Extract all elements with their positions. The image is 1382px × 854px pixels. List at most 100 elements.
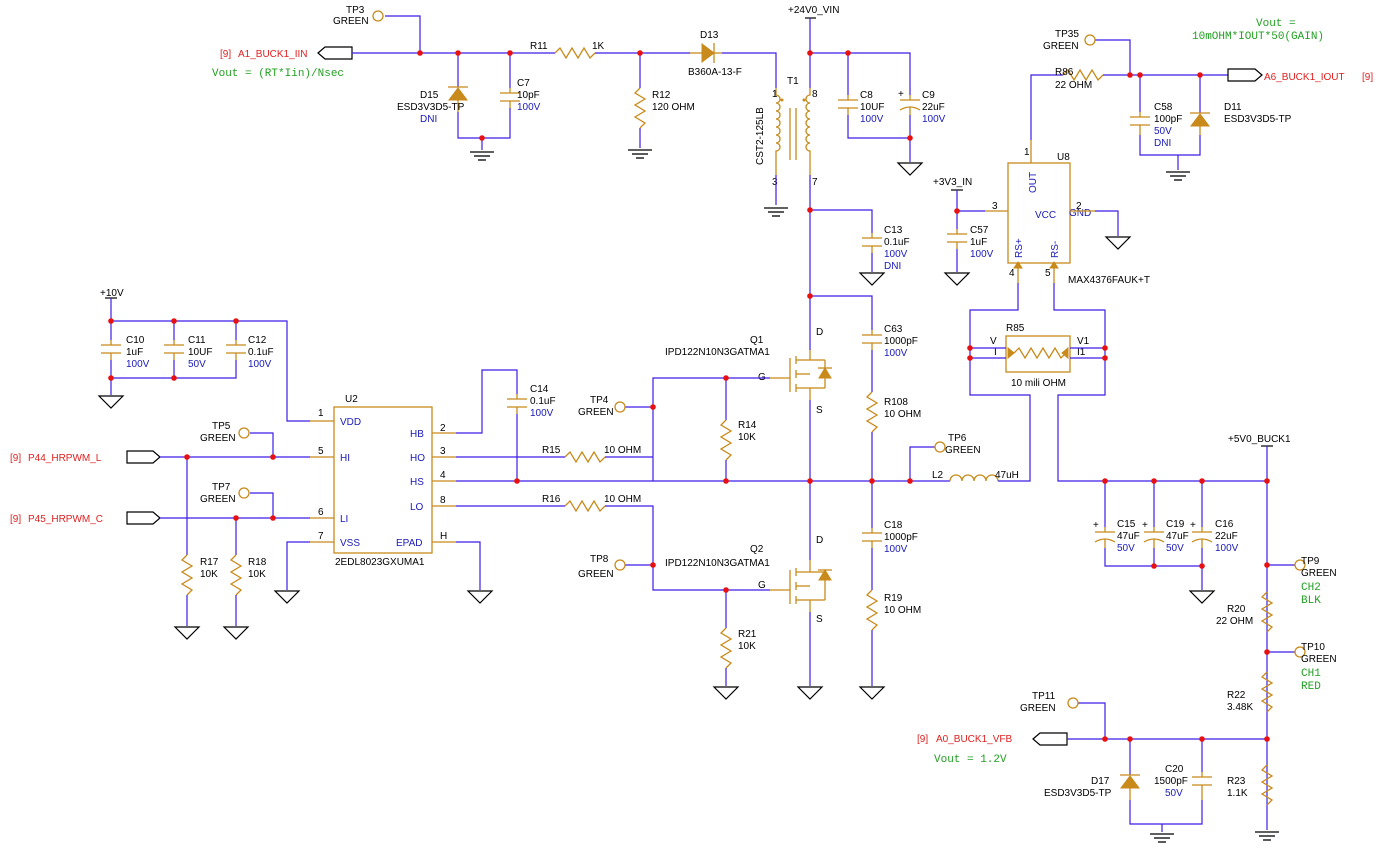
r11-resistor[interactable]: R11 1K [530, 41, 605, 60]
c63-capacitor[interactable]: C63 1000pF 100V [862, 324, 918, 359]
c18-capacitor[interactable]: C18 1000pF 100V [862, 520, 918, 555]
c7-capacitor[interactable]: C7 10pF 100V [500, 78, 541, 113]
svg-text:GREEN: GREEN [578, 569, 614, 580]
port-a6-buck1-iout[interactable]: A6_BUCK1_IOUT [9] [1227, 68, 1373, 83]
svg-text:50V: 50V [1165, 788, 1183, 799]
svg-text:C58: C58 [1154, 102, 1173, 113]
r17-resistor[interactable]: R17 10K [180, 554, 219, 596]
r16-resistor[interactable]: R16 10 OHM [542, 494, 641, 513]
svg-text:C12: C12 [248, 335, 267, 346]
r22-resistor[interactable]: R22 3.48K [1227, 671, 1274, 713]
c8-capacitor[interactable]: C8 10UF 100V [838, 90, 884, 125]
svg-text:P45_HRPWM_C: P45_HRPWM_C [28, 514, 103, 525]
r108-resistor[interactable]: R108 10 OHM [865, 391, 921, 433]
vin-rail: +24V0_VIN C8 10UF 100V + C9 22uF 100V [788, 5, 946, 176]
svg-text:50V: 50V [188, 359, 206, 370]
c57-capacitor[interactable]: C57 1uF 100V [947, 225, 994, 260]
c9-polarized-capacitor[interactable]: + C9 22uF 100V [898, 89, 946, 125]
iout-note-line2: 10mOHM*IOUT*50(GAIN) [1192, 31, 1324, 43]
l2-inductor[interactable]: L2 47uH [932, 470, 1019, 482]
q2-mosfet[interactable]: Q2 IPD122N10N3GATMA1 D G S [665, 535, 832, 625]
port-sheet-ref: [9] [220, 49, 231, 60]
port-p44-hrpwm-l[interactable]: [9] P44_HRPWM_L [10, 450, 161, 464]
d17-esd-diode[interactable]: D17 ESD3V3D5-TP [1044, 774, 1140, 800]
t1-current-transformer[interactable]: T1 CST2-125LB 1 3 8 7 [755, 76, 818, 188]
svg-text:C8: C8 [860, 90, 873, 101]
r85-shunt-resistor[interactable]: R85 10 mili OHM V I V1 I1 [990, 323, 1090, 389]
tp35-testpoint[interactable]: TP35 GREEN [1043, 29, 1096, 52]
svg-text:D11: D11 [1224, 102, 1242, 113]
svg-text:7: 7 [812, 177, 818, 188]
c13-capacitor[interactable]: C13 0.1uF 100V DNI [862, 225, 910, 272]
svg-text:C11: C11 [188, 335, 206, 346]
tp5-testpoint[interactable]: TP5 GREEN [200, 421, 250, 444]
u2-gate-driver[interactable]: U2 2EDL8023GXUMA1 VDD HI LI VSS HB HO HS… [310, 394, 456, 568]
r18-resistor[interactable]: R18 10K [229, 554, 267, 596]
svg-text:V: V [990, 336, 997, 347]
c16-polarized-capacitor[interactable]: + C16 22uF 100V [1190, 519, 1239, 554]
r15-resistor[interactable]: R15 10 OHM [542, 445, 641, 464]
svg-text:R15: R15 [542, 445, 561, 456]
svg-text:D17: D17 [1091, 776, 1110, 787]
port-a0-buck1-vfb[interactable]: [9] A0_BUCK1_VFB [917, 732, 1068, 746]
svg-text:A0_BUCK1_VFB: A0_BUCK1_VFB [936, 734, 1012, 745]
svg-text:22uF: 22uF [1215, 531, 1238, 542]
port-a1-buck1-iin[interactable]: [9] A1_BUCK1_IIN [220, 46, 353, 60]
svg-text:[9]: [9] [917, 734, 928, 745]
u8-current-sense-amp[interactable]: U8 MAX4376FAUK+T VCC GND OUT RS+ RS- 1 2… [985, 140, 1150, 286]
r21-resistor[interactable]: R21 10K [719, 627, 757, 669]
svg-text:TP10: TP10 [1301, 642, 1325, 653]
q1-mosfet[interactable]: Q1 IPD122N10N3GATMA1 D G S [665, 327, 832, 416]
svg-text:1: 1 [1024, 147, 1030, 158]
red-label: RED [1301, 681, 1321, 693]
r86-resistor[interactable]: R86 22 OHM [1055, 67, 1104, 91]
ground-icon [859, 272, 885, 286]
tp11-testpoint[interactable]: TP11 GREEN [1020, 691, 1079, 714]
tp6-testpoint[interactable]: TP6 GREEN [934, 433, 981, 456]
ground-icon [98, 395, 124, 409]
c10-capacitor[interactable]: C10 1uF 100V [101, 335, 150, 370]
svg-text:10UF: 10UF [860, 102, 884, 113]
svg-text:100V: 100V [922, 114, 946, 125]
svg-text:10pF: 10pF [517, 90, 540, 101]
c12-capacitor[interactable]: C12 0.1uF 100V [226, 335, 274, 370]
tp3-testpoint[interactable]: TP3 GREEN [333, 5, 384, 27]
port-p45-hrpwm-c[interactable]: [9] P45_HRPWM_C [10, 511, 161, 525]
c15-polarized-capacitor[interactable]: + C15 47uF 50V [1093, 519, 1140, 554]
svg-text:H: H [440, 531, 447, 542]
r14-resistor[interactable]: R14 10K [719, 419, 757, 461]
svg-text:GREEN: GREEN [1043, 41, 1079, 52]
svg-text:[9]: [9] [1362, 72, 1373, 83]
tp9-testpoint[interactable]: TP9 GREEN [1294, 556, 1337, 579]
c20-capacitor[interactable]: C20 1500pF 50V [1154, 764, 1212, 800]
tp8-testpoint[interactable]: TP8 GREEN [578, 554, 626, 580]
svg-text:IPD122N10N3GATMA1: IPD122N10N3GATMA1 [665, 347, 770, 358]
svg-text:100V: 100V [884, 249, 908, 260]
r12-resistor[interactable]: R12 120 OHM [633, 87, 695, 129]
svg-text:10 OHM: 10 OHM [604, 494, 641, 505]
iin-formula-note: Vout = (RT*Iin)/Nsec [212, 68, 344, 80]
svg-text:C20: C20 [1165, 764, 1184, 775]
c11-capacitor[interactable]: C11 10UF 50V [164, 335, 212, 370]
d15-esd-diode[interactable]: D15 ESD3V3D5-TP DNI [397, 86, 468, 125]
d13-diode[interactable]: D13 B360A-13-F [688, 30, 742, 78]
r20-resistor[interactable]: R20 22 OHM [1216, 591, 1274, 633]
svg-text:1: 1 [772, 89, 778, 100]
r23-resistor[interactable]: R23 1.1K [1227, 764, 1274, 806]
c58-capacitor[interactable]: C58 100pF 50V DNI [1130, 102, 1182, 149]
tp10-testpoint[interactable]: TP10 GREEN [1294, 642, 1337, 665]
svg-text:100V: 100V [126, 359, 150, 370]
svg-text:22uF: 22uF [922, 102, 945, 113]
svg-text:1000pF: 1000pF [884, 532, 918, 543]
c19-polarized-capacitor[interactable]: + C19 47uF 50V [1142, 519, 1189, 554]
tp7-testpoint[interactable]: TP7 GREEN [200, 482, 250, 505]
svg-text:Q1: Q1 [750, 335, 764, 346]
svg-text:D13: D13 [700, 30, 719, 41]
svg-text:RS-: RS- [1050, 241, 1061, 258]
d11-esd-diode[interactable]: D11 ESD3V3D5-TP [1190, 102, 1292, 135]
tp4-testpoint[interactable]: TP4 GREEN [578, 395, 626, 418]
svg-text:0.1uF: 0.1uF [884, 237, 910, 248]
r19-resistor[interactable]: R19 10 OHM [865, 589, 921, 631]
c14-capacitor[interactable]: C14 0.1uF 100V [507, 384, 556, 419]
svg-text:GND: GND [1069, 208, 1091, 219]
